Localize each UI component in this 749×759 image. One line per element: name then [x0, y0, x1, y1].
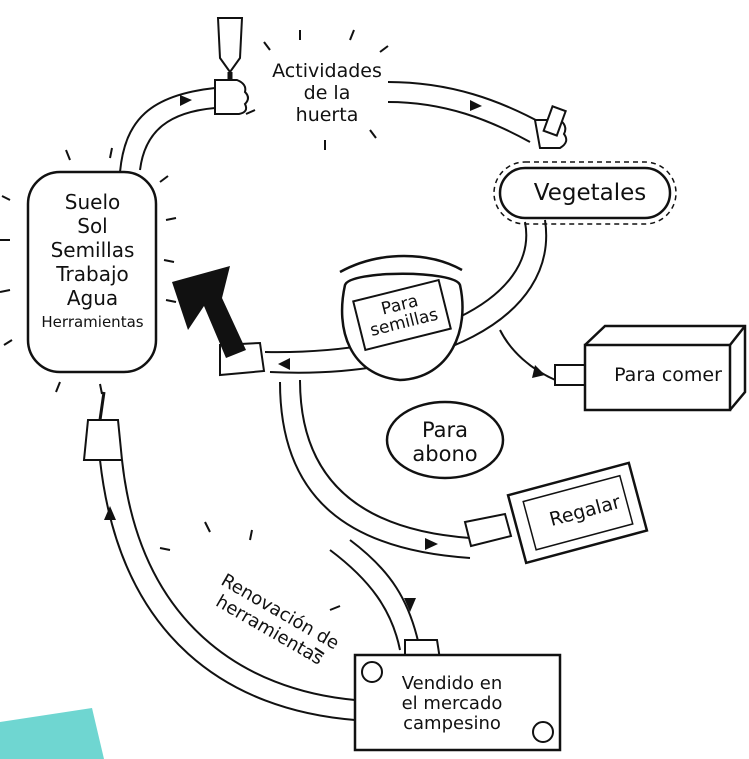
- arrow-return-inputs: [278, 358, 290, 370]
- dollar-icon: [532, 721, 554, 743]
- arm-to-gift-outer: [279, 381, 471, 559]
- arrow-to-gift: [425, 538, 438, 550]
- arm-to-activities-outer: [139, 107, 216, 171]
- compost-blob: [385, 400, 505, 480]
- renewal-sparkles: [159, 521, 341, 655]
- input-item: Semillas: [50, 238, 135, 262]
- activities-sparkles: [245, 29, 389, 150]
- seeds-tag: [352, 278, 452, 352]
- vegetables-label: Vegetales: [533, 180, 647, 206]
- arrow-to-activities: [180, 95, 192, 106]
- vegetables-box: [498, 166, 672, 220]
- activities-line: de la: [303, 82, 351, 104]
- trowel-icon: [216, 17, 244, 74]
- arrow-to-eat: [532, 365, 545, 378]
- inputs-sparkles: [0, 147, 177, 395]
- gift-envelope: [506, 461, 649, 565]
- market-line: el mercado: [401, 693, 503, 714]
- compost-line: Para: [421, 418, 469, 442]
- activities-label: Actividades de la huerta: [262, 60, 392, 126]
- hand-pointing-up-icon: [82, 419, 124, 461]
- hand-gift-icon: [463, 512, 513, 548]
- market-line: Vendido en: [401, 673, 503, 694]
- compost-line: abono: [412, 442, 478, 466]
- arm-renewal-outer: [121, 459, 356, 701]
- arm-to-vegetables: [387, 81, 546, 126]
- activities-line: huerta: [295, 104, 359, 126]
- arrow-renewal: [104, 506, 116, 520]
- arrow-to-market: [404, 598, 416, 612]
- market-line: campesino: [403, 713, 501, 734]
- input-item: Herramientas: [41, 313, 144, 331]
- arm-to-eat: [499, 329, 561, 383]
- eat-label: Para comer: [614, 364, 722, 386]
- dollar-icon: [361, 661, 383, 683]
- input-item: Suelo: [64, 190, 121, 214]
- arm-to-vegetables-outer: [387, 101, 531, 143]
- compost-label: Para abono: [395, 418, 495, 466]
- input-item: Agua: [66, 286, 119, 310]
- inputs-list: Suelo Sol Semillas Trabajo Agua Herramie…: [30, 190, 155, 334]
- hand-trowel-icon: [214, 79, 249, 115]
- input-item: Sol: [77, 214, 108, 238]
- arm-to-market: [349, 539, 421, 651]
- arm-return-inputs: [269, 219, 548, 374]
- arm-to-market-outer: [329, 549, 401, 651]
- money-bill: [353, 653, 562, 752]
- big-arrow-icon: [172, 266, 246, 358]
- arm-renewal: [99, 459, 356, 721]
- input-item: Trabajo: [56, 262, 129, 286]
- vegetable-bundle-icon: [542, 105, 567, 137]
- arrow-to-vegetables: [470, 100, 482, 111]
- arm-to-gift: [299, 379, 471, 539]
- arm-to-activities: [119, 87, 216, 173]
- teal-corner-shape: [0, 708, 104, 759]
- inputs-box: [26, 170, 158, 374]
- market-label: Vendido en el mercado campesino: [388, 674, 516, 734]
- activities-line: Actividades: [272, 60, 382, 82]
